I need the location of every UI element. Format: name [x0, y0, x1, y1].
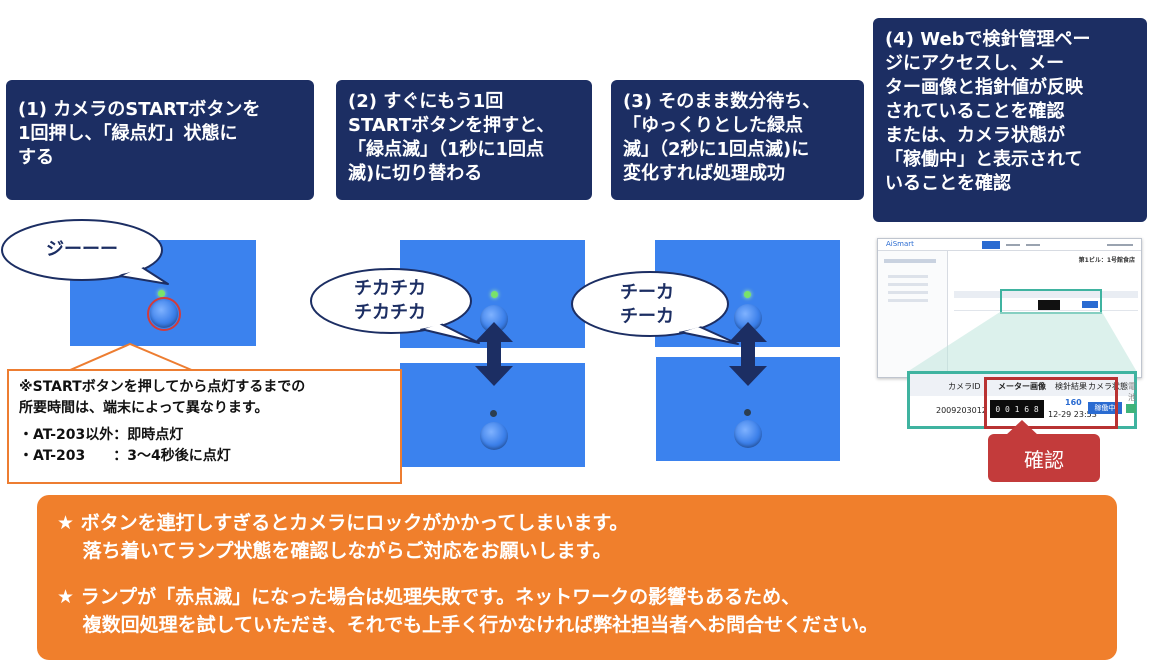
speech-bubble-2	[310, 268, 480, 344]
camera-2-button-bottom	[480, 422, 508, 450]
bubble-1-text: ジーーー	[46, 239, 118, 260]
app-table-row	[954, 299, 1138, 311]
zoom-connector	[907, 312, 1137, 372]
zoom-reading: 160	[1065, 398, 1082, 407]
warning-line-4: 複数回処理を試していただき、それでも上手く行かなければ弊社担当者へお問合せくださ…	[57, 614, 879, 636]
zoom-col-result: 検針結果	[1055, 382, 1087, 391]
note-line-4: ・AT-203 ：3～4秒後に点灯	[19, 448, 231, 464]
warning-line-2: 落ち着いてランプ状態を確認しながらご対応をお願いします。	[57, 540, 612, 562]
confirm-pointer	[1005, 420, 1039, 436]
app-building-title: 第1ビル：1号館食店	[1078, 257, 1135, 264]
camera-1-led	[158, 290, 165, 297]
app-table-header	[954, 291, 1138, 298]
note-line-2: 所要時間は、端末によって異なります。	[19, 400, 269, 416]
zoom-col-camera-state: カメラ状態	[1088, 382, 1128, 391]
note-line-1: ※STARTボタンを押してから点灯するまでの	[19, 379, 306, 395]
step-1-box: (1) カメラのSTARTボタンを 1回押し、「緑点灯」状態に する	[6, 80, 314, 200]
note-callout-pointer	[68, 342, 198, 372]
note-line-3: ・AT-203以外：即時点灯	[19, 427, 184, 443]
zoom-meter-digits: 0 0 1 6 8	[995, 404, 1039, 414]
double-arrow-icon-3	[729, 322, 767, 386]
warning-line-1: ★ ボタンを連打しすぎるとカメラにロックがかかってしまいます。	[57, 512, 629, 534]
camera-2-led-on	[491, 291, 498, 298]
bubble-2-text: チカチカ チカチカ	[354, 278, 426, 323]
warning-banner: ★ ボタンを連打しすぎるとカメラにロックがかかってしまいます。 落ち着いてランプ…	[37, 495, 1117, 660]
speech-bubble-3	[571, 271, 739, 345]
app-header-bar: AiSmart	[878, 239, 1141, 251]
zoom-col-camera-id: カメラID	[948, 382, 981, 391]
zoom-col-meter-image: メーター画像	[998, 382, 1046, 391]
app-highlight-box	[1000, 289, 1102, 314]
zoom-highlight-red-box	[984, 377, 1118, 429]
speech-bubble-1	[1, 219, 169, 285]
zoom-meter-image: 0 0 1 6 8	[990, 400, 1044, 418]
zoom-status-badge: 稼働中	[1088, 402, 1122, 414]
zoom-datetime: 12-29 23:53	[1048, 410, 1097, 419]
camera-3-led-off	[744, 409, 751, 416]
step-3-box: (3) そのまま数分待ち、 「ゆっくりとした緑点 滅」（2秒に1回点滅)に 変化…	[611, 80, 864, 200]
zoomed-camera-row: カメラID メーター画像 検針結果 カメラ状態 電池残 2009203012 0…	[907, 371, 1137, 429]
camera-3-button-bottom	[734, 420, 762, 448]
zoom-battery-indicator	[1126, 404, 1136, 413]
app-nav-tab	[1026, 244, 1040, 246]
start-button-highlight-circle	[147, 297, 181, 331]
confirm-label: 確認	[988, 434, 1100, 482]
step-2-box: (2) すぐにもう1回 STARTボタンを押すと、 「緑点滅」（1秒に1回点 滅…	[336, 80, 592, 200]
camera-3-led-on	[744, 291, 751, 298]
double-arrow-icon-2	[475, 322, 513, 386]
bubble-3-text: チーカ チーカ	[620, 282, 674, 327]
app-nav-active-tab	[982, 241, 1000, 249]
zoom-camera-id: 2009203012	[936, 406, 987, 415]
app-user-menu	[1107, 244, 1133, 246]
timing-note: ※STARTボタンを押してから点灯するまでの 所要時間は、端末によって異なります…	[7, 369, 402, 484]
app-logo: AiSmart	[886, 240, 914, 248]
warning-line-3: ★ ランプが「赤点滅」になった場合は処理失敗です。ネットワークの影響もあるため、	[57, 586, 801, 608]
camera-2-led-off	[490, 410, 497, 417]
step-4-box: (4) Webで検針管理ペー ジにアクセスし、メー ター画像と指針値が反映 され…	[873, 18, 1147, 222]
app-nav-tab	[1006, 244, 1020, 246]
